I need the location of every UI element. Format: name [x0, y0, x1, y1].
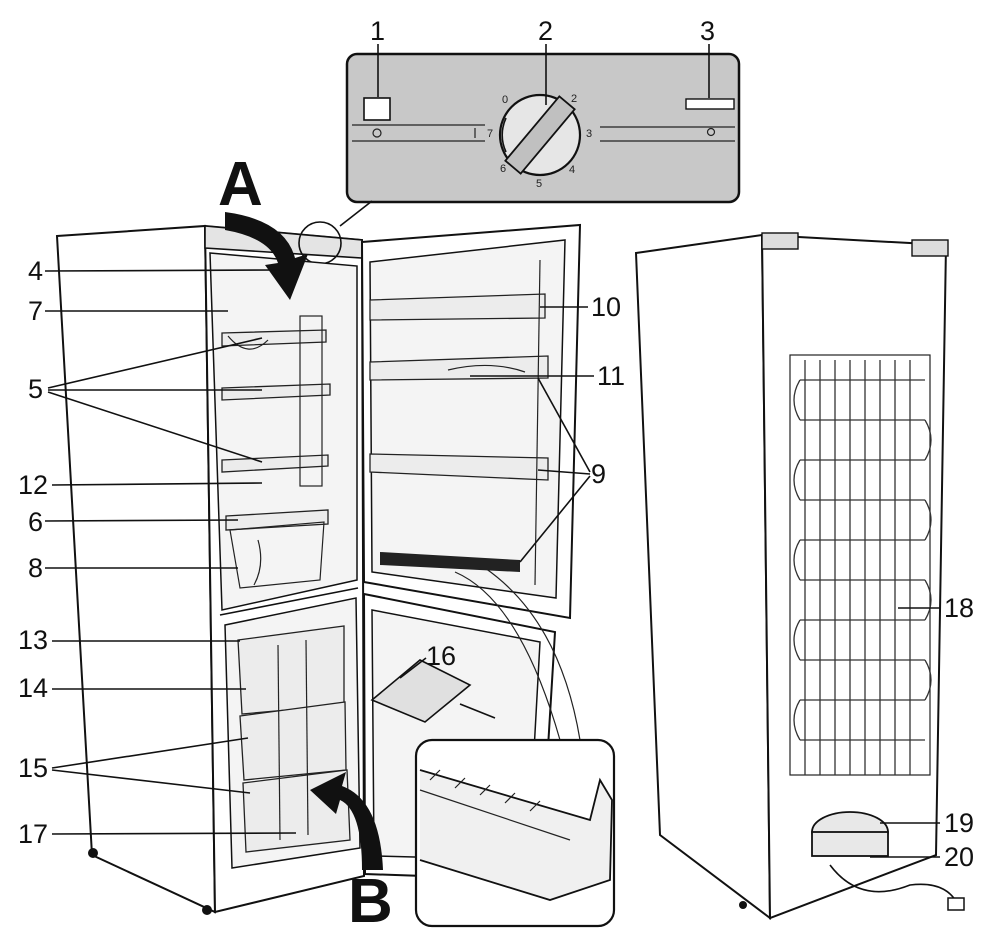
fridge-door	[360, 223, 582, 620]
callout-7: 7	[28, 296, 43, 326]
glass-shelf-3	[221, 454, 329, 473]
glass-shelf-2	[221, 383, 331, 401]
callout-19: 19	[944, 808, 974, 838]
dial-label-4: 4	[569, 164, 575, 176]
ice-cube-tray	[370, 659, 496, 723]
callout-15: 15	[18, 753, 48, 783]
bottle-shelf	[380, 552, 520, 572]
callout-17: 17	[18, 819, 48, 849]
callout-6: 6	[28, 507, 43, 537]
callout-5: 5	[28, 374, 43, 404]
callout-13: 13	[18, 625, 48, 655]
door-shelf-3	[369, 453, 549, 481]
crisper-cover	[225, 509, 329, 531]
callout-16: 16	[426, 641, 456, 671]
callout-2: 2	[538, 16, 553, 46]
callout-1: 1	[370, 16, 385, 46]
airflow-arrow-b	[310, 772, 383, 870]
condenser	[789, 354, 932, 776]
thermostat-dial	[498, 93, 582, 177]
dial-label-7: 7	[487, 128, 493, 140]
callout-9: 9	[591, 459, 606, 489]
arrow-label-b: B	[348, 867, 393, 929]
callout-3: 3	[700, 16, 715, 46]
freezer-drawer-1	[237, 625, 345, 715]
callout-10: 10	[591, 292, 621, 322]
indicator-lamp	[685, 98, 735, 110]
control-panel-zoom: 0 2 3 4 5 6 7	[339, 52, 741, 227]
compressor	[811, 811, 889, 857]
freezer-drawer-2	[239, 701, 347, 781]
callout-18: 18	[944, 593, 974, 623]
dial-label-0: 0	[502, 94, 508, 106]
door-shelf-1	[369, 293, 546, 321]
callout-4: 4	[28, 256, 43, 286]
arrow-label-a: A	[218, 150, 263, 219]
callout-14: 14	[18, 673, 48, 703]
callout-12: 12	[18, 470, 48, 500]
callout-8: 8	[28, 553, 43, 583]
callout-20: 20	[944, 842, 974, 872]
callout-11: 11	[597, 361, 625, 391]
dial-label-6: 6	[500, 163, 506, 175]
dial-label-2: 2	[571, 93, 577, 105]
dial-label-5: 5	[536, 178, 542, 190]
fridge-rear-view	[634, 232, 965, 921]
airflow-arrow-a	[225, 212, 308, 300]
dial-label-3: 3	[586, 128, 592, 140]
bottle-shelf-detail-inset	[414, 738, 616, 928]
light-switch	[363, 97, 391, 121]
